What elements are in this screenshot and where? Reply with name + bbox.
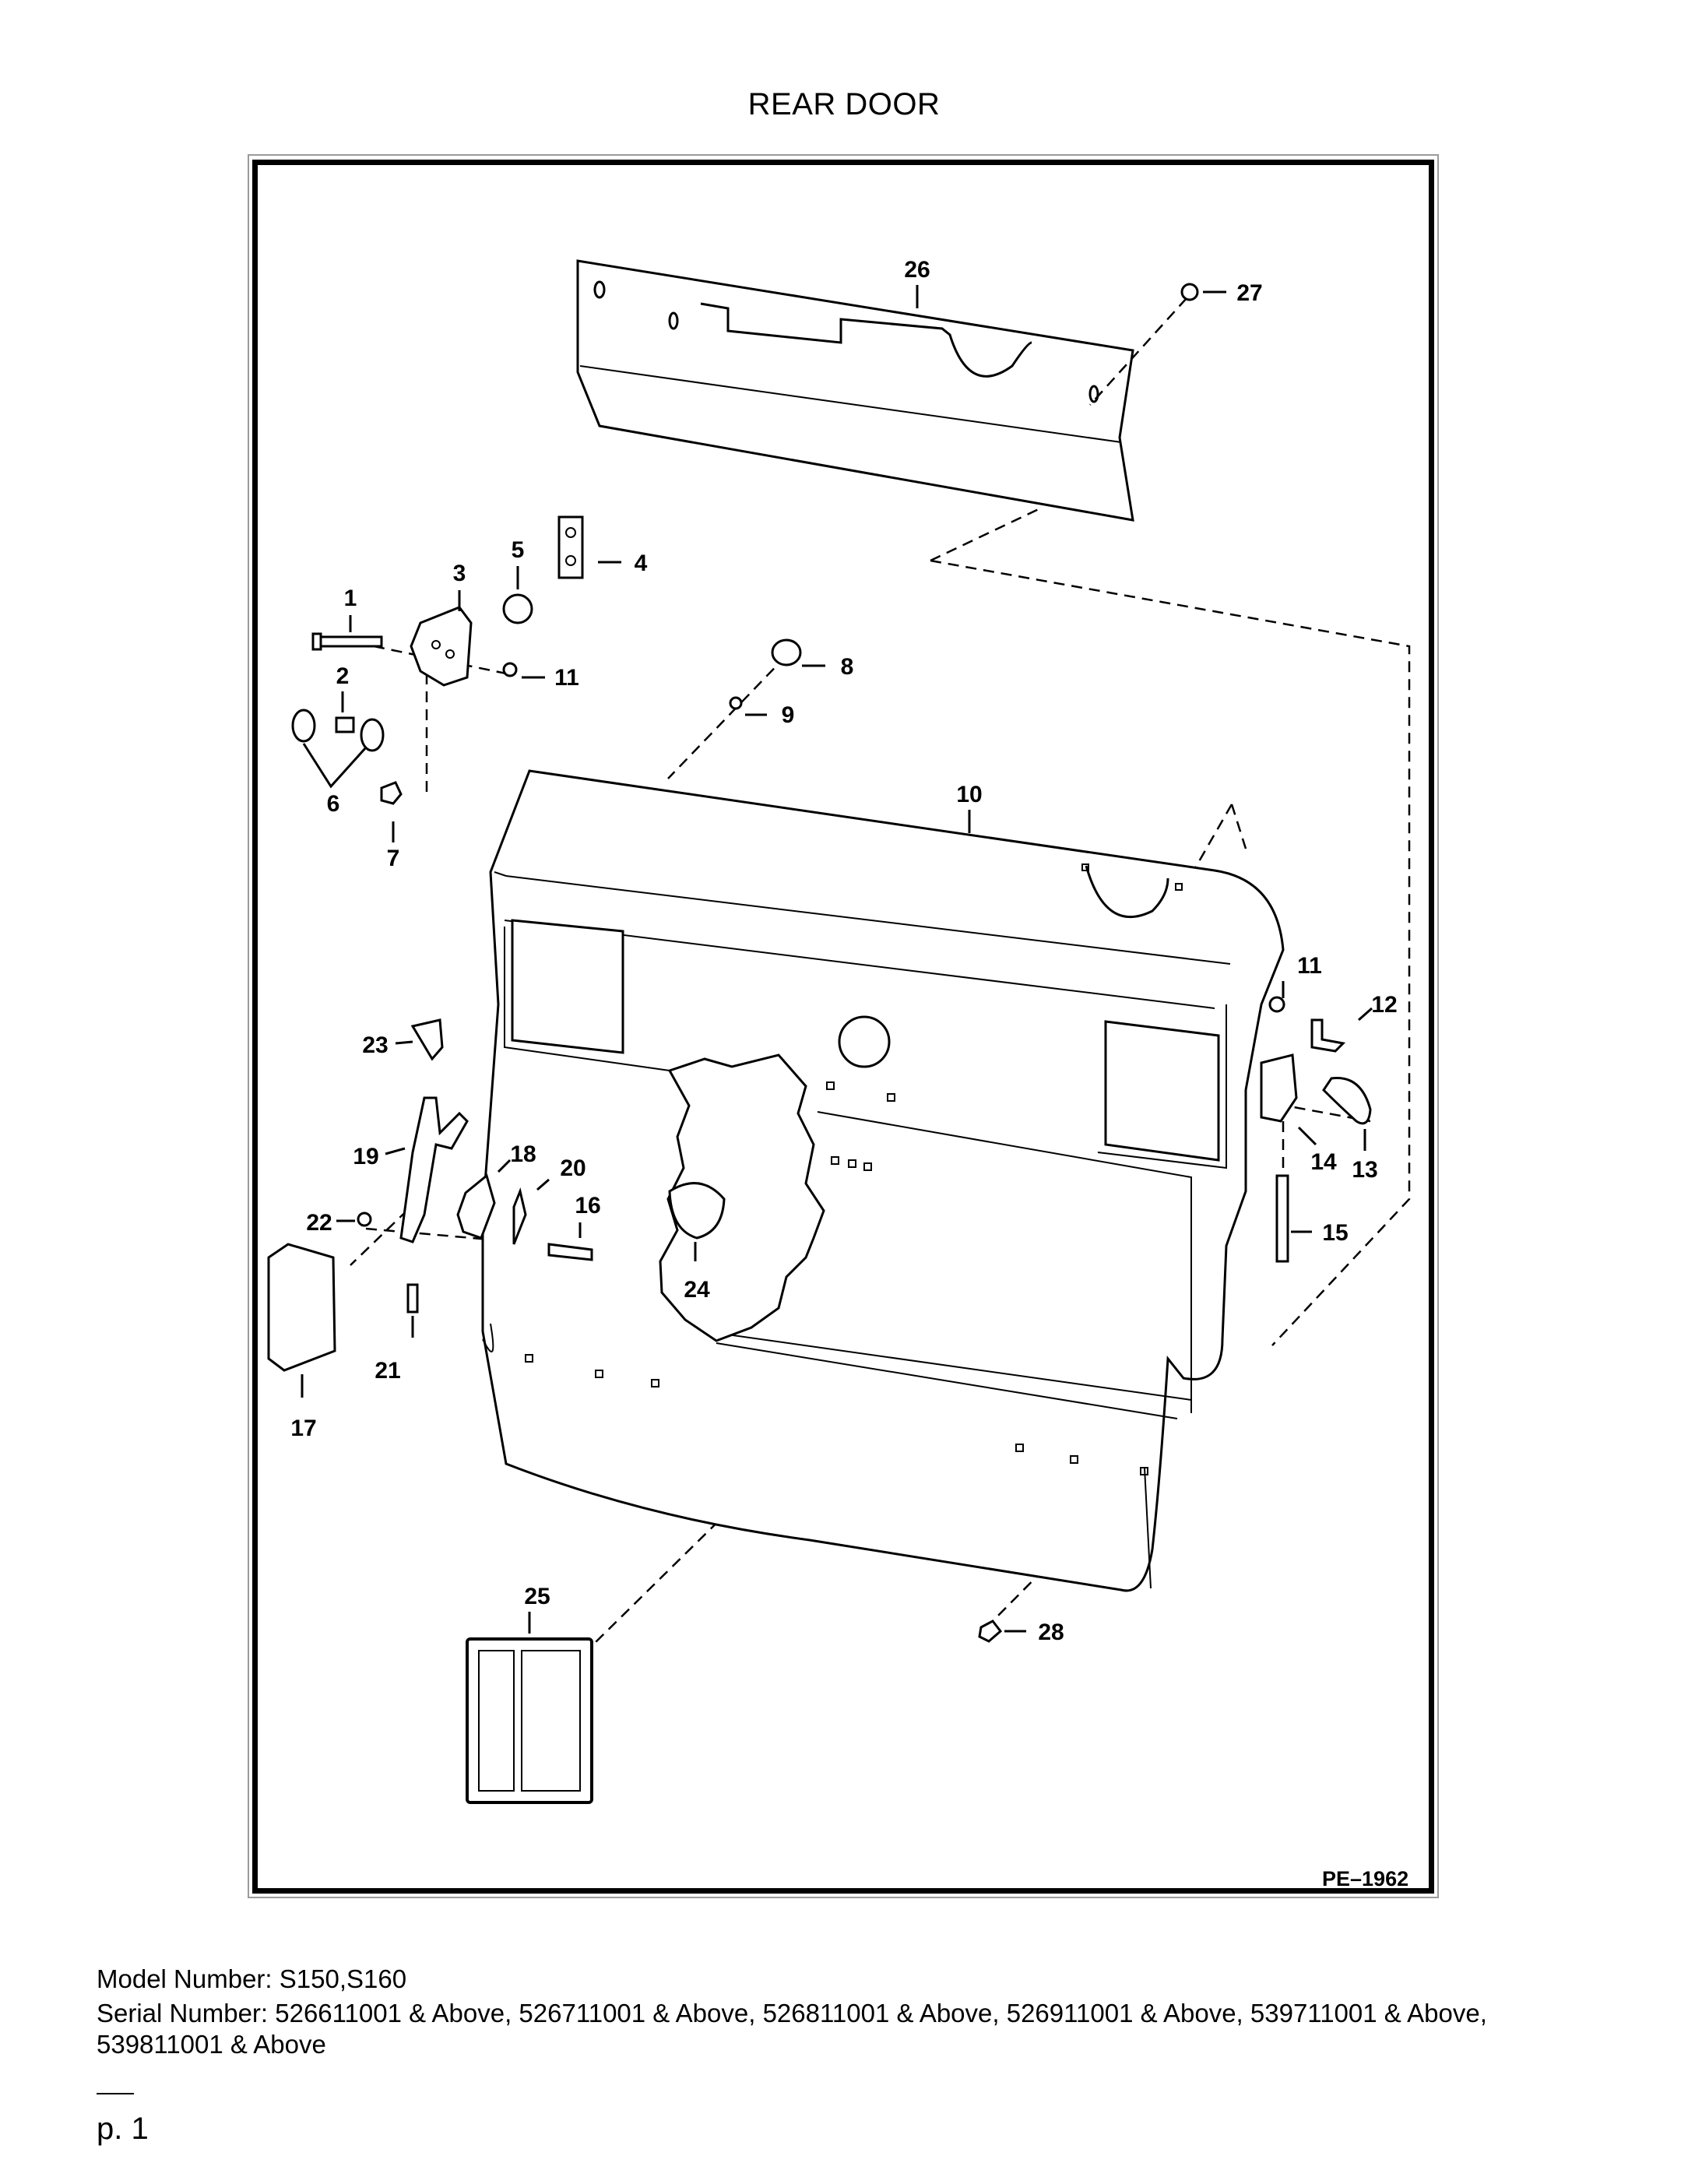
part-13-latch (1322, 1077, 1372, 1125)
callout-24: 24 (684, 1277, 710, 1303)
part-26-top-panel (576, 259, 1134, 522)
callout-20: 20 (560, 1155, 586, 1181)
guide-line-top-right (1194, 804, 1233, 869)
callout-26: 26 (904, 257, 930, 283)
leader-12 (1358, 1007, 1373, 1022)
leader-23 (395, 1040, 413, 1045)
callout-28: 28 (1038, 1620, 1064, 1645)
callout-10: 10 (956, 782, 982, 807)
part-7-bolt (380, 781, 403, 805)
callout-3: 3 (453, 561, 466, 586)
callout-11b: 11 (1297, 953, 1322, 979)
part-28-screw (978, 1620, 1003, 1643)
callout-23: 23 (362, 1032, 388, 1058)
guide-line-panel (930, 506, 1043, 562)
callout-13: 13 (1352, 1157, 1377, 1183)
part-11b-nut (1268, 996, 1285, 1013)
callout-1: 1 (344, 586, 357, 611)
part-25-vent (466, 1637, 593, 1804)
part-2-spacer (291, 709, 385, 752)
leader-20 (536, 1178, 550, 1191)
part-9-nut (729, 696, 743, 710)
guide-line-17 (350, 1197, 421, 1266)
part-22-nut (357, 1212, 372, 1227)
page-number: p. 1 (97, 2112, 149, 2146)
part-20-spring (512, 1187, 527, 1245)
callout-14: 14 (1310, 1149, 1337, 1175)
callout-22: 22 (306, 1210, 332, 1236)
exploded-parts-diagram: 26 27 4 5 3 1 11 8 9 2 6 7 10 11 12 14 1… (267, 257, 1411, 1804)
callout-16: 16 (575, 1193, 600, 1219)
guide-line-8 (667, 655, 787, 779)
callout-11: 11 (554, 665, 579, 691)
part-1-bolt (311, 632, 383, 651)
part-19-lever (399, 1096, 469, 1243)
callout-4: 4 (635, 550, 648, 576)
diagram-frame-outer (248, 154, 1439, 1898)
part-3-bracket (410, 606, 473, 687)
callout-12: 12 (1371, 992, 1397, 1018)
part-24-knob (668, 1182, 726, 1240)
leader-6 (302, 743, 367, 789)
callout-5: 5 (512, 537, 525, 563)
model-number: Model Number: S150,S160 (97, 1964, 407, 1993)
part-12-clip (1310, 1018, 1346, 1053)
leader-19 (385, 1147, 406, 1155)
part-10-door-panel (481, 769, 1285, 1592)
part-18-cam (456, 1173, 496, 1240)
guide-line-1 (373, 645, 507, 675)
callout-27: 27 (1236, 280, 1262, 306)
part-27-nut (1180, 283, 1199, 301)
part-8-grommet (771, 638, 802, 666)
part-5-lockwasher (502, 593, 533, 624)
callout-21: 21 (375, 1358, 400, 1384)
callout-17: 17 (290, 1416, 316, 1441)
serial-number: Serial Number: 526611001 & Above, 526711… (97, 1999, 1487, 2059)
part-23-handle (410, 1018, 444, 1061)
part-14-bracket (1260, 1053, 1298, 1123)
part-15-pin (1275, 1174, 1289, 1263)
guide-line-right (930, 559, 1411, 1346)
part-16-bolt (547, 1243, 593, 1261)
leader-18 (497, 1159, 512, 1173)
drawing-code: PE–1962 (1322, 1867, 1409, 1890)
callout-18: 18 (510, 1141, 536, 1167)
leader-14 (1297, 1126, 1317, 1146)
part-17-striker (267, 1243, 336, 1372)
part-21-spring (406, 1283, 419, 1314)
callout-19: 19 (353, 1144, 378, 1169)
callout-8: 8 (841, 654, 854, 680)
callout-7: 7 (387, 846, 400, 871)
callout-6: 6 (327, 791, 340, 817)
page-divider (97, 2093, 134, 2094)
callout-9: 9 (782, 702, 795, 728)
part-11-nut (502, 662, 518, 677)
guide-line-27 (1089, 297, 1187, 406)
page-title: REAR DOOR (747, 87, 941, 121)
guide-line-top-right-2 (1230, 804, 1247, 849)
callout-15: 15 (1322, 1220, 1348, 1246)
part-4-plate (557, 515, 584, 579)
callout-25: 25 (524, 1584, 550, 1609)
callout-2: 2 (336, 663, 350, 689)
